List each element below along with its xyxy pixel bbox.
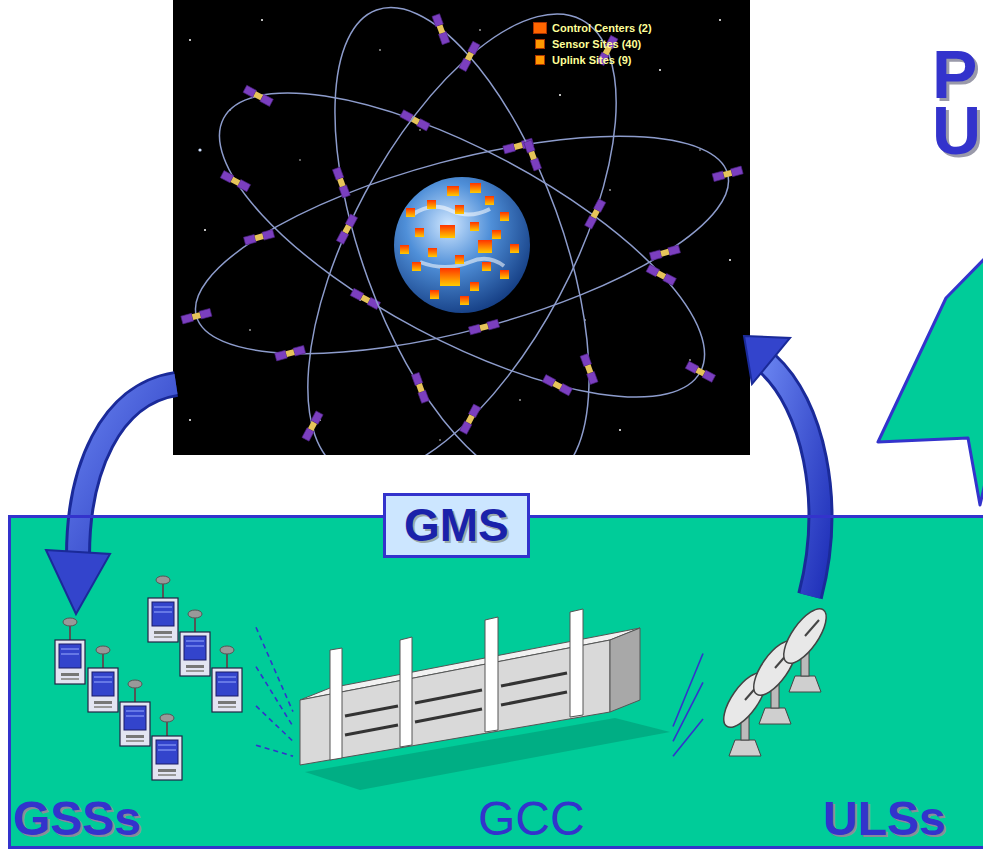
legend-swatch: [535, 55, 545, 65]
title-letter: U: [932, 96, 981, 164]
uplink-stations: ULSs: [703, 588, 968, 850]
link-line-segment: [256, 667, 293, 727]
link-line-segment: [673, 682, 703, 741]
legend-text: Control Centers (2): [552, 22, 652, 34]
station-label: ULSs: [823, 791, 946, 846]
link-line-segment: [256, 627, 293, 711]
legend-swatch: [535, 39, 545, 49]
legend-text: Uplink Sites (9): [552, 54, 631, 66]
legend-row: Uplink Sites (9): [533, 52, 652, 68]
gms-panel: GMSGSSsGCCULSs: [8, 515, 983, 849]
legend-row: Control Centers (2): [533, 20, 652, 36]
legend-text: Sensor Sites (40): [552, 38, 641, 50]
panel-heading: GMS: [383, 493, 530, 558]
link-line: [673, 654, 703, 757]
ground-sensor-stations: GSSs: [11, 588, 256, 850]
legend-row: Sensor Sites (40): [533, 36, 652, 52]
legend: Control Centers (2) Sensor Sites (40) Upli…: [533, 20, 652, 68]
legend-swatch: [533, 22, 547, 34]
station-label: GCC: [478, 791, 585, 846]
link-line-segment: [256, 745, 293, 756]
station-label: GSSs: [13, 791, 141, 846]
link-line-segment: [256, 706, 293, 741]
link-line-segment: [673, 719, 703, 756]
link-line: [256, 627, 293, 756]
control-centre: GCC: [293, 603, 673, 850]
